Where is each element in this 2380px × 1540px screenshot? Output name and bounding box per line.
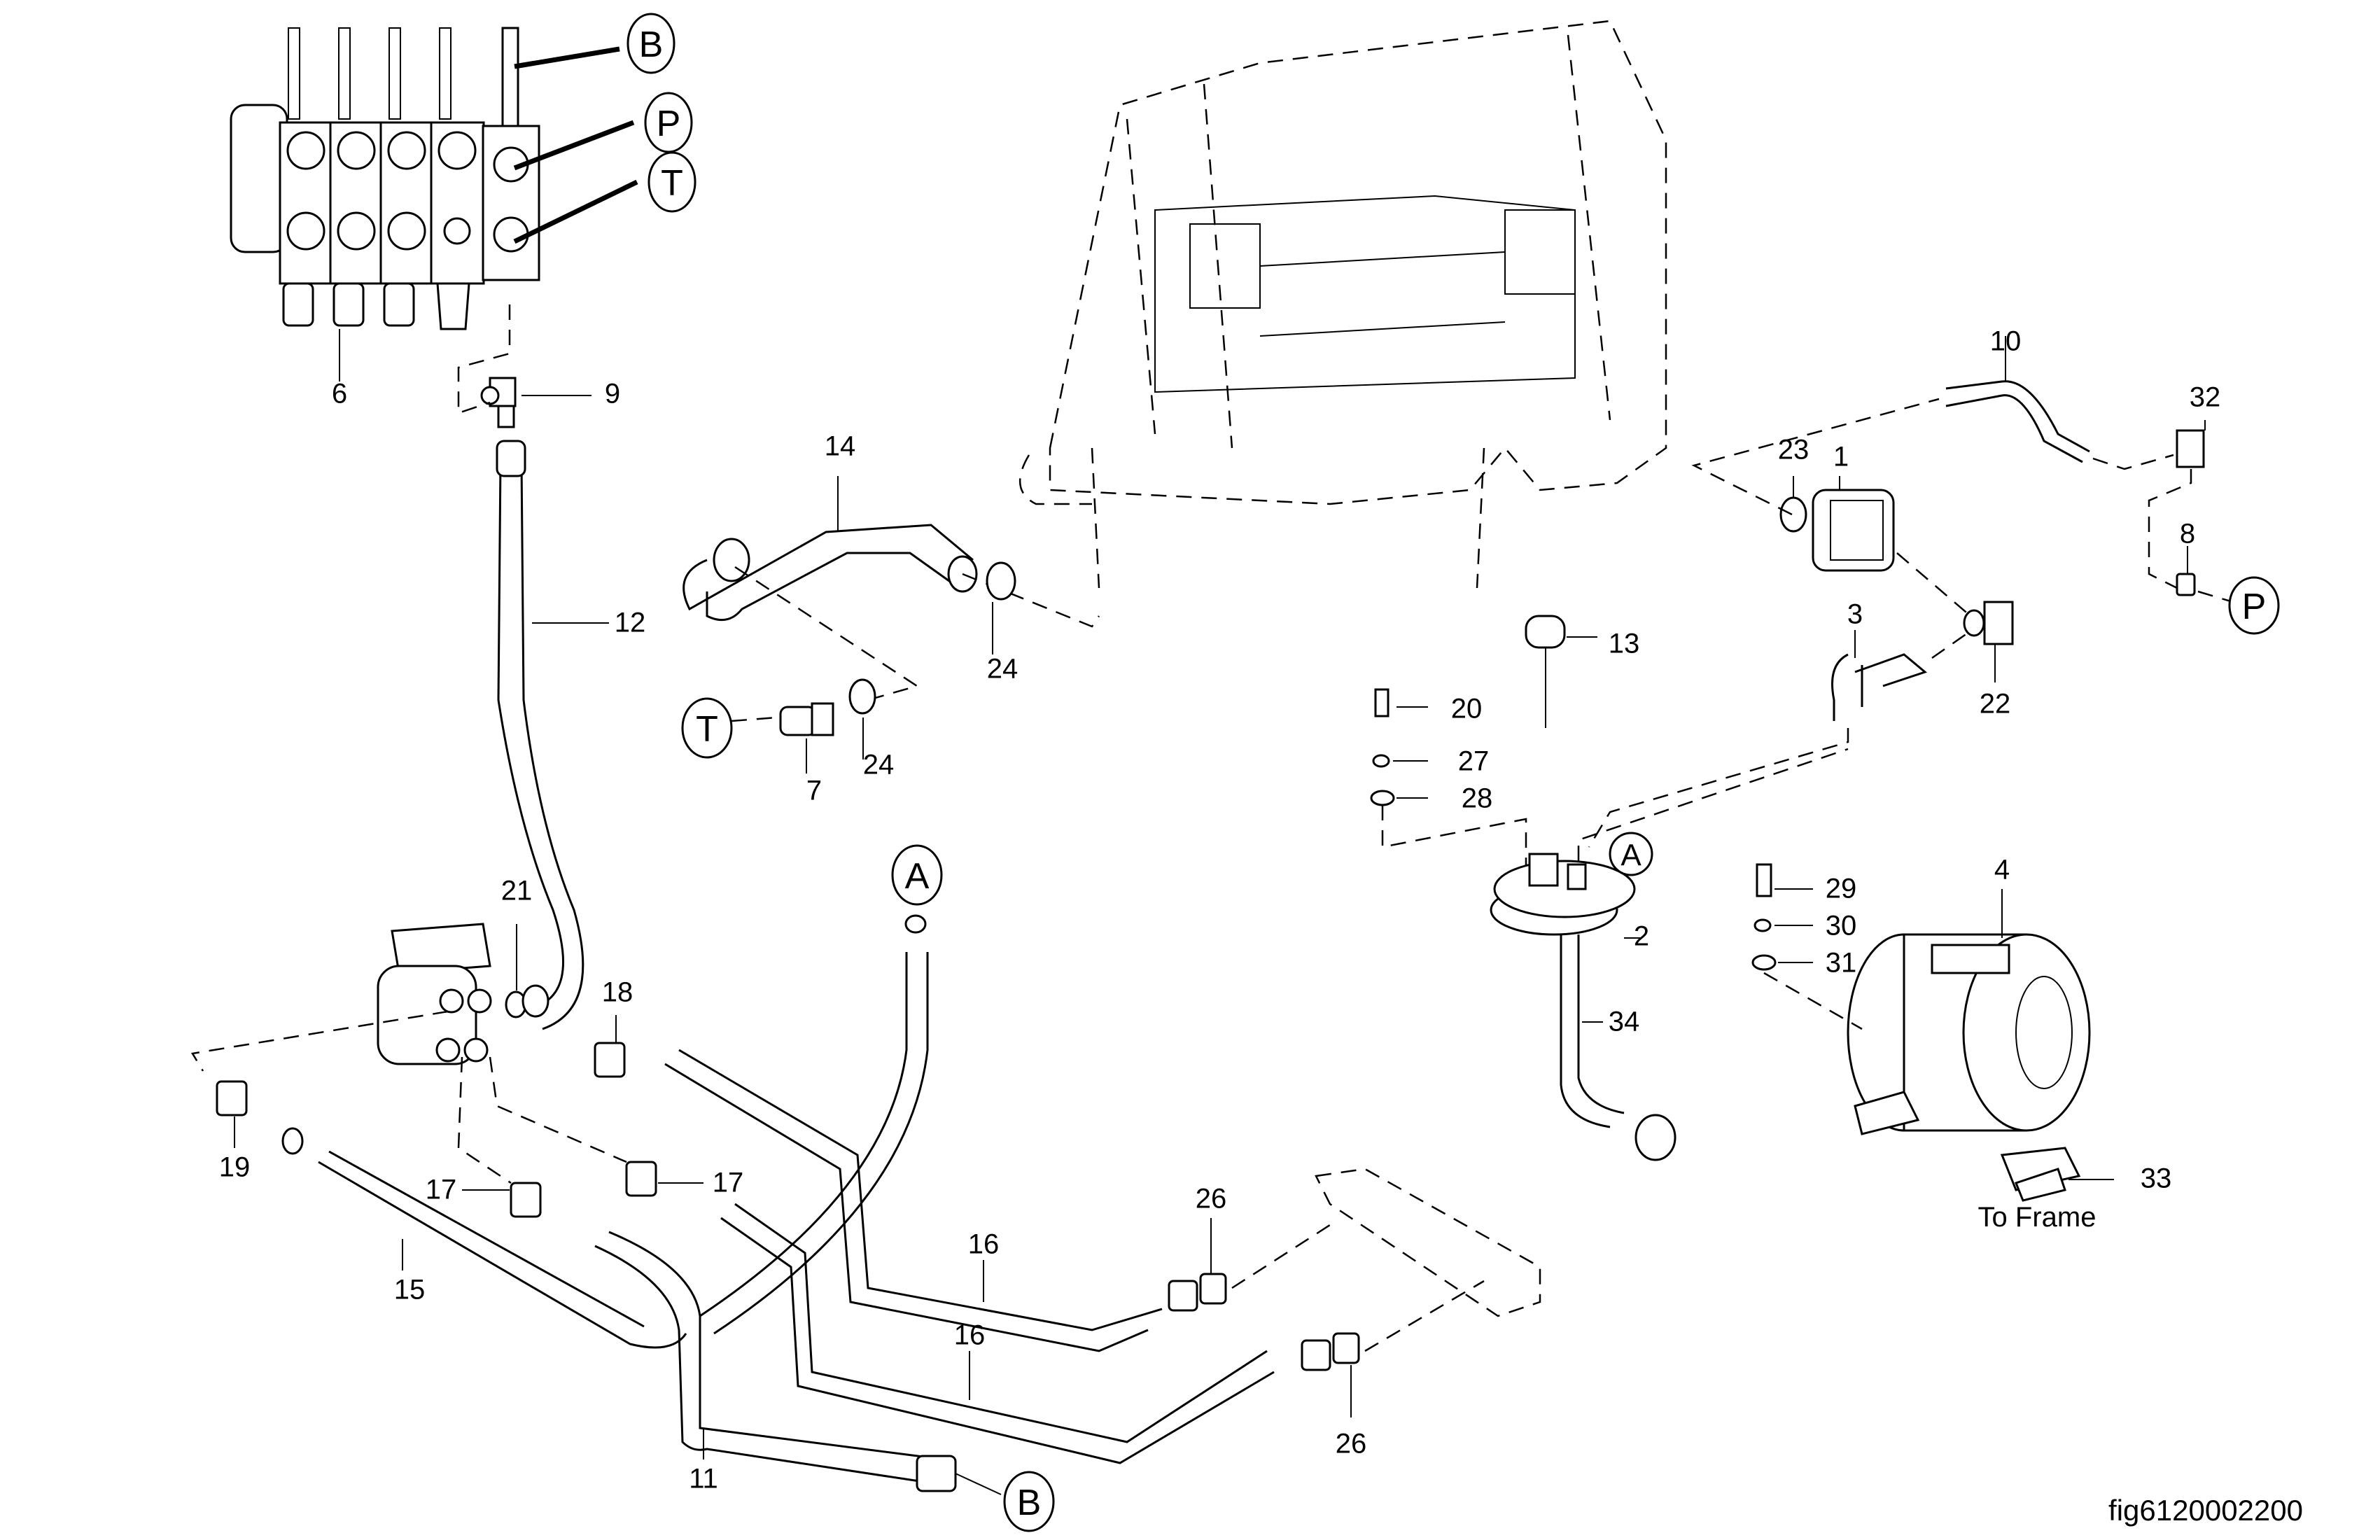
svg-text:P: P: [657, 104, 681, 144]
connection-marker-P-right: P: [2228, 576, 2280, 635]
callout-31: 31: [1826, 948, 1857, 979]
callout-14: 14: [825, 431, 856, 462]
hose-clamp-part-24-upper: [986, 561, 1016, 601]
callout-16-upper: 16: [968, 1229, 1000, 1260]
fitting-part-17-left: [510, 1182, 542, 1218]
connection-marker-B-top: B: [626, 13, 676, 74]
adapter-fitting-part-7: [779, 702, 834, 736]
washer-part-28: [1370, 790, 1395, 806]
to-frame-note: To Frame: [1978, 1202, 2096, 1233]
washer-part-31: [1751, 954, 1777, 971]
callout-16-lower: 16: [954, 1320, 986, 1351]
electric-motor-part-4: [1847, 933, 2091, 1191]
leader-P-top: [513, 120, 635, 171]
callout-17-right: 17: [713, 1168, 744, 1198]
elbow-fitting-part-32: [2176, 429, 2205, 468]
control-valve-part-6: [230, 27, 540, 330]
svg-text:T: T: [661, 163, 683, 204]
svg-text:A: A: [905, 856, 930, 897]
hose-part-15: [318, 1161, 687, 1349]
svg-text:B: B: [639, 24, 664, 65]
svg-text:P: P: [2242, 587, 2267, 627]
svg-text:A: A: [1620, 839, 1642, 873]
fitting-part-19: [216, 1080, 248, 1116]
connection-marker-A-left: A: [891, 844, 943, 906]
callout-3: 3: [1847, 599, 1863, 630]
hose-line-A: [699, 952, 908, 1317]
breather-cap-part-13: [1525, 615, 1566, 728]
connection-marker-T-top: T: [648, 151, 696, 213]
hose-part-16-lower: [720, 1217, 1275, 1464]
fitting-part-26-upper: [1168, 1273, 1227, 1312]
callout-4: 4: [1994, 855, 2010, 886]
callout-26-upper: 26: [1196, 1184, 1227, 1214]
callout-1: 1: [1833, 442, 1849, 472]
callout-33: 33: [2141, 1163, 2172, 1194]
callout-7: 7: [806, 776, 822, 806]
callout-26-lower: 26: [1336, 1429, 1367, 1460]
callout-9: 9: [605, 379, 620, 410]
leader-B-top: [514, 46, 620, 69]
callout-20: 20: [1451, 694, 1483, 724]
callout-32: 32: [2190, 382, 2221, 413]
hose-part-11: [594, 1245, 939, 1485]
figure-id: fig6120002200: [2108, 1494, 2303, 1527]
gasket-part-23: [1779, 496, 1807, 533]
hose-part-10: [1945, 380, 2090, 453]
hose-part-3: [1831, 653, 1928, 721]
callout-15: 15: [394, 1275, 426, 1306]
fitting-part-18: [594, 1042, 626, 1078]
callout-17-left: 17: [426, 1175, 457, 1205]
callout-23: 23: [1778, 435, 1809, 465]
fitting-part-26-lower: [1301, 1332, 1360, 1371]
suction-tube-part-34: [1560, 934, 1625, 1128]
hydraulic-pump-part-1: [1812, 489, 1895, 572]
callout-24-lower: 24: [863, 750, 895, 780]
callout-22: 22: [1980, 689, 2011, 720]
hose-part-14: [682, 524, 978, 622]
callout-10: 10: [1990, 326, 2022, 357]
mounting-plate-part-33: [2015, 1168, 2066, 1202]
steering-unit: [377, 923, 492, 1065]
callout-19: 19: [219, 1152, 251, 1183]
callout-21: 21: [501, 876, 533, 906]
bolt-part-29: [1756, 863, 1772, 897]
callout-34: 34: [1609, 1007, 1640, 1037]
callout-29: 29: [1826, 874, 1857, 904]
callout-12: 12: [615, 608, 646, 638]
lock-washer-part-27: [1372, 754, 1390, 768]
callout-11: 11: [689, 1464, 718, 1494]
callout-27: 27: [1458, 746, 1490, 777]
callout-18: 18: [602, 977, 634, 1008]
callout-6: 6: [332, 379, 347, 410]
steering-cylinder-outline: [1231, 1168, 1541, 1352]
connection-marker-A-tank: A: [1609, 832, 1653, 876]
fitting-part-8: [2176, 573, 2196, 596]
nut-part-30: [1754, 918, 1772, 932]
bolt-part-20: [1374, 688, 1390, 718]
svg-text:B: B: [1017, 1483, 1042, 1523]
callout-28: 28: [1462, 783, 1493, 814]
elbow-fitting-part-9: [480, 377, 517, 428]
svg-text:T: T: [696, 709, 718, 750]
fitting-part-21: [505, 984, 550, 1018]
hose-clamp-part-24-lower: [848, 678, 876, 715]
tank-cover-part-2: [1490, 853, 1636, 936]
connection-marker-B-bottom: B: [1003, 1471, 1055, 1532]
callout-8: 8: [2180, 519, 2195, 550]
callout-2: 2: [1634, 921, 1649, 952]
callout-24-upper: 24: [987, 654, 1018, 685]
callout-30: 30: [1826, 911, 1857, 941]
callout-13: 13: [1609, 629, 1640, 659]
hose-part-12: [496, 440, 584, 1030]
machine-frame-outline: [1018, 20, 1667, 589]
connection-marker-T-mid: T: [681, 697, 733, 759]
pump-adapter-part-22: [1963, 601, 2014, 645]
connection-marker-P-top: P: [644, 92, 693, 153]
fitting-part-17-right: [625, 1161, 657, 1197]
leader-T-top: [513, 179, 638, 244]
hose-part-16-upper: [664, 1063, 1149, 1352]
